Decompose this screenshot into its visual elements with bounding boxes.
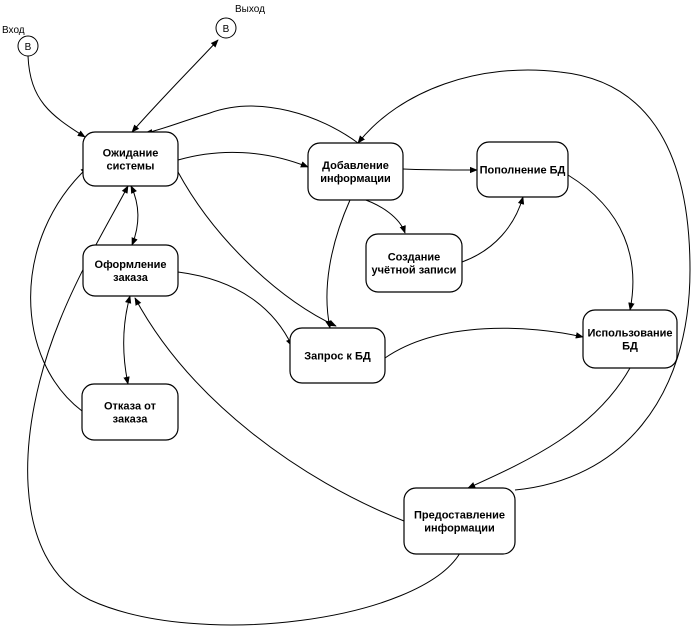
waiting-label-line: Ожидание bbox=[103, 148, 159, 160]
edge-entry-to-waiting bbox=[27, 55, 86, 138]
svg-text:Запрос к БД: Запрос к БД bbox=[304, 351, 371, 363]
query-label-line: Запрос к БД bbox=[304, 351, 371, 363]
entry-circle bbox=[17, 35, 39, 57]
edge-adding-to-replenish bbox=[402, 166, 478, 174]
create-account-label-line: учётной записи bbox=[372, 265, 457, 277]
adding-label-line: Добавление bbox=[322, 160, 389, 172]
cancel-label-line: Отказа от bbox=[104, 401, 157, 413]
entry-label: Вход bbox=[2, 25, 25, 36]
exit-terminal: Выход B bbox=[215, 4, 265, 39]
svg-text:Пополнение БД: Пополнение БД bbox=[480, 165, 566, 177]
use-db-label-line: Использование bbox=[587, 328, 672, 340]
provide-label-line: информации bbox=[424, 523, 495, 535]
node-query: Запрос к БД bbox=[289, 327, 386, 384]
exit-symbol: B bbox=[223, 24, 230, 35]
edges bbox=[27, 39, 691, 626]
edge-provide-to-waiting bbox=[27, 185, 461, 626]
edge-provide-to-order bbox=[134, 297, 405, 522]
edge-create-to-replenish bbox=[461, 196, 525, 263]
edge-order-cancel bbox=[123, 295, 132, 385]
edge-use-to-provide bbox=[467, 367, 631, 489]
edge-waiting-order bbox=[130, 185, 139, 246]
edge-waiting-to-query bbox=[177, 171, 337, 327]
exit-label: Выход bbox=[235, 4, 265, 15]
edge-query-to-use bbox=[384, 327, 584, 359]
node-replenish: Пополнение БД bbox=[476, 141, 569, 198]
order-label-line: Оформление bbox=[95, 259, 167, 271]
edge-waiting-to-adding bbox=[177, 151, 309, 168]
edge-order-to-query bbox=[177, 271, 293, 347]
waiting-label-line: системы bbox=[107, 161, 155, 173]
use-db-label-line: БД bbox=[622, 341, 638, 353]
create-account-label-line: Создание bbox=[388, 252, 441, 264]
replenish-label-line: Пополнение БД bbox=[480, 165, 566, 177]
edge-provide-to-adding bbox=[357, 69, 691, 491]
adding-label-line: информации bbox=[320, 173, 391, 185]
cancel-label-line: заказа bbox=[113, 414, 149, 426]
edge-adding-to-waiting-top bbox=[144, 105, 359, 144]
edge-adding-to-query bbox=[325, 199, 351, 329]
provide-label-line: Предоставление bbox=[414, 510, 505, 522]
exit-circle bbox=[215, 17, 237, 39]
edge-cancel-to-waiting bbox=[30, 166, 89, 412]
edge-adding-to-create bbox=[359, 197, 406, 234]
edge-replenish-to-use bbox=[567, 174, 635, 311]
order-label-line: заказа bbox=[113, 272, 149, 284]
entry-symbol: B bbox=[25, 42, 32, 53]
edge-waiting-exit bbox=[131, 39, 219, 133]
entry-terminal: Вход B bbox=[2, 25, 39, 57]
